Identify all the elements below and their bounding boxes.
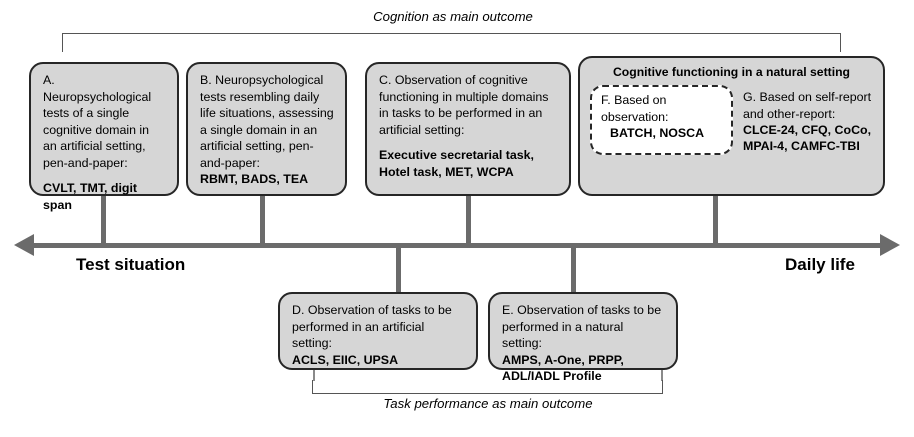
box-a-neuropsychological-single-domain[interactable]: A. Neuropsychological tests of a single … bbox=[29, 62, 179, 212]
box-a-spacer bbox=[43, 171, 166, 180]
box-f-body: F. Based on observation: bbox=[601, 93, 669, 124]
box-c-instruments: Executive secretarial task, Hotel task, … bbox=[379, 148, 534, 179]
tick-box-d bbox=[313, 370, 315, 381]
box-c-observation-multiple-domains[interactable]: C. Observation of cognitive functioning … bbox=[365, 62, 571, 196]
caption-cognition-as-main-outcome: Cognition as main outcome bbox=[373, 9, 533, 24]
box-c-body: C. Observation of cognitive functioning … bbox=[379, 73, 549, 137]
box-fg-heading: Cognitive functioning in a natural setti… bbox=[613, 65, 850, 79]
box-fg-cognitive-functioning-natural-setting[interactable]: Cognitive functioning in a natural setti… bbox=[578, 56, 885, 196]
axis-label-daily-life-text: Daily life bbox=[785, 255, 855, 274]
connector-box-fg bbox=[713, 193, 718, 245]
tick-box-e bbox=[661, 370, 663, 381]
box-g-body: G. Based on self-report and other-report… bbox=[743, 90, 872, 121]
box-f-based-on-observation[interactable]: F. Based on observation: BATCH, NOSCA bbox=[590, 85, 733, 155]
box-g-instruments: CLCE-24, CFQ, CoCo, MPAI-4, CAMFC-TBI bbox=[743, 122, 872, 154]
axis-label-daily-life: Daily life bbox=[785, 255, 855, 276]
bracket-cognition-outcome bbox=[62, 33, 841, 52]
connector-box-e bbox=[571, 246, 576, 294]
box-e-observation-natural-setting[interactable]: E. Observation of tasks to be performed … bbox=[488, 292, 678, 383]
box-d-body: D. Observation of tasks to be performed … bbox=[292, 303, 452, 350]
box-e-instruments: AMPS, A-One, PRPP, ADL/IADL Profile bbox=[502, 352, 624, 384]
connector-box-d bbox=[396, 246, 401, 294]
box-fg-columns: F. Based on observation: BATCH, NOSCA G.… bbox=[590, 85, 873, 155]
box-b-body: B. Neuropsychological tests resembling d… bbox=[200, 73, 334, 170]
arrow-right-icon bbox=[880, 234, 900, 256]
bracket-task-performance-outcome bbox=[312, 380, 663, 394]
box-d-instruments: ACLS, EIIC, UPSA bbox=[292, 352, 399, 367]
caption-task-performance-as-main-outcome: Task performance as main outcome bbox=[383, 396, 593, 411]
box-a-instruments: CVLT, TMT, digit span bbox=[43, 181, 138, 212]
box-a-body: A. Neuropsychological tests of a single … bbox=[43, 73, 152, 170]
connector-box-b bbox=[260, 193, 265, 245]
axis-label-test-situation: Test situation bbox=[76, 255, 185, 276]
box-c-spacer bbox=[379, 138, 558, 147]
box-b-instruments: RBMT, BADS, TEA bbox=[200, 172, 309, 186]
arrow-left-icon bbox=[14, 234, 34, 256]
connector-box-c bbox=[466, 193, 471, 245]
connector-box-a bbox=[101, 193, 106, 245]
continuum-axis-line bbox=[30, 243, 886, 248]
box-g-based-on-self-report[interactable]: G. Based on self-report and other-report… bbox=[743, 85, 873, 155]
box-e-body: E. Observation of tasks to be performed … bbox=[502, 303, 662, 350]
box-d-observation-artificial-setting[interactable]: D. Observation of tasks to be performed … bbox=[278, 292, 478, 370]
axis-label-test-situation-text: Test situation bbox=[76, 255, 186, 274]
box-f-instruments: BATCH, NOSCA bbox=[610, 125, 705, 140]
box-b-neuropsychological-daily-life[interactable]: B. Neuropsychological tests resembling d… bbox=[186, 62, 347, 196]
